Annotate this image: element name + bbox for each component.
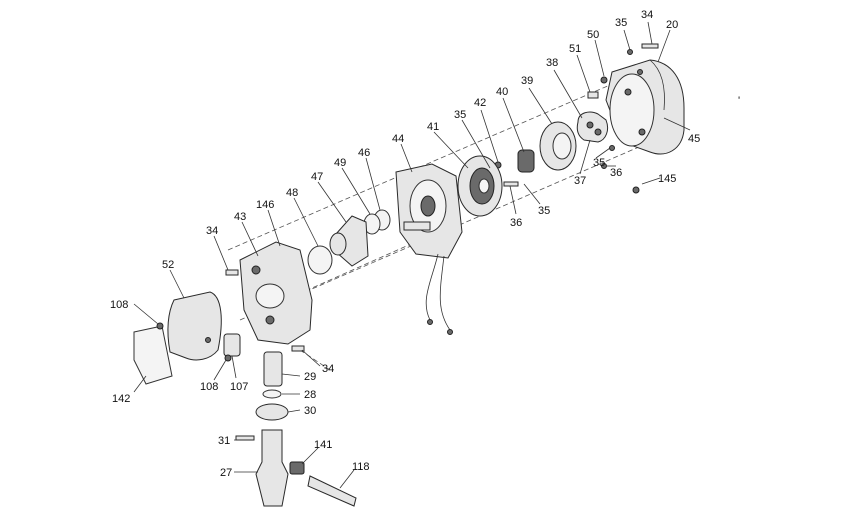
part-pump-housing-43 [239,241,313,345]
callout-118: 118 [352,461,370,473]
callout-41: 41 [427,121,439,133]
part-fitting-141 [289,461,305,475]
screws [156,69,643,362]
callout-46: 46 [358,147,370,159]
part-valve-107 [223,333,241,357]
part-gasket-142 [133,325,173,385]
part-stem-stack [255,351,289,421]
callout-43: 43 [234,211,246,223]
callout-38: 38 [546,57,558,69]
callout-45: 45 [688,133,700,145]
callout-35-lower: 35 [538,205,550,217]
part-connector-118 [307,475,357,507]
callout-108-top: 108 [110,299,128,311]
callout-34-left: 34 [206,225,218,237]
callout-50: 50 [587,29,599,41]
callout-34-bottom: 34 [322,363,334,375]
callout-35-right: 35 [593,157,605,169]
callout-108-bottom: 108 [200,381,218,393]
part-fitting-27 [255,429,289,507]
callout-34-top: 34 [641,9,653,21]
part-motor-frame-44 [395,163,463,335]
part-housing-20 [605,59,685,155]
callout-48: 48 [286,187,298,199]
callout-52: 52 [162,259,174,271]
callout-28: 28 [304,389,316,401]
callout-49: 49 [334,157,346,169]
callout-145: 145 [658,173,676,185]
callout-42: 42 [474,97,486,109]
leader-lines [133,21,691,489]
part-ring-gear-39 [539,121,577,171]
callout-44: 44 [392,133,404,145]
part-rings [307,209,391,275]
callout-31: 31 [218,435,230,447]
part-shaft-47 [329,215,369,267]
callout-39: 39 [521,75,533,87]
callout-47: 47 [311,171,323,183]
part-cover-52 [167,291,222,361]
part-rotor-41 [457,155,503,217]
callout-141: 141 [314,439,332,451]
callout-20: 20 [666,19,678,31]
callout-142: 142 [112,393,130,405]
callout-51: 51 [569,43,581,55]
callout-29: 29 [304,371,316,383]
callout-146: 146 [256,199,274,211]
callout-37: 37 [574,175,586,187]
callout-107: 107 [230,381,248,393]
callout-36-mid: 36 [510,217,522,229]
callout-35-mid: 35 [454,109,466,121]
callout-36-right: 36 [610,167,622,179]
stray-mark: ' [738,95,740,107]
callout-40: 40 [496,86,508,98]
callout-35-top: 35 [615,17,627,29]
callout-27: 27 [220,467,232,479]
callout-30: 30 [304,405,316,417]
callout-labels: 34 20 35 50 51 38 39 40 42 35 41 44 46 4… [110,9,740,479]
part-gear-40 [517,149,535,173]
part-planet-carrier-38 [576,111,609,143]
part-pin-31 [235,435,255,441]
